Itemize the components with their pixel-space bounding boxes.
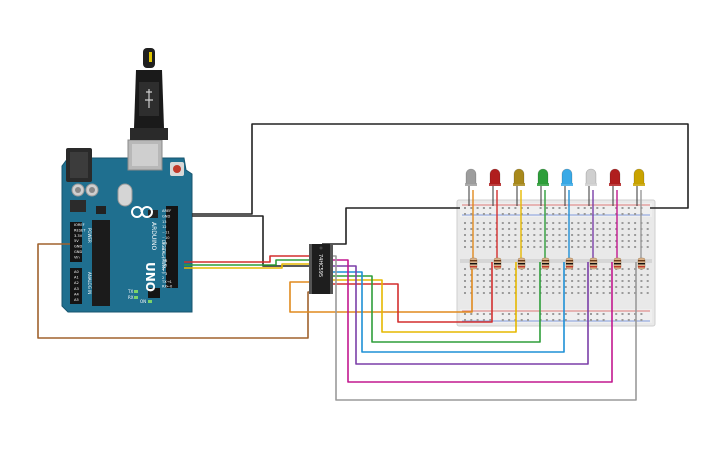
led-green[interactable] bbox=[537, 168, 549, 186]
resistor[interactable] bbox=[517, 257, 526, 270]
resistor[interactable] bbox=[637, 257, 646, 270]
power-pin-label: Vin bbox=[74, 255, 80, 259]
wire-black-gnd-top[interactable] bbox=[192, 123, 689, 215]
on-label: ON bbox=[140, 299, 146, 304]
digital-title: DIGITAL (PWM~) bbox=[161, 240, 166, 274]
wire-black-arduino-chip[interactable] bbox=[192, 215, 312, 267]
analog-header[interactable] bbox=[70, 268, 82, 304]
power-pin-label: IOREF bbox=[74, 223, 85, 227]
breadboard-holes bbox=[464, 207, 649, 321]
power-header[interactable] bbox=[70, 222, 82, 262]
shift-register-chip[interactable]: 74HC595 bbox=[309, 244, 333, 294]
wire-gray-q0[interactable] bbox=[330, 255, 637, 401]
analog-pin-label: A2 bbox=[74, 281, 79, 285]
resistor[interactable] bbox=[565, 257, 574, 270]
resistor[interactable] bbox=[589, 257, 598, 270]
led-red[interactable] bbox=[489, 168, 501, 186]
chip-label: 74HC595 bbox=[317, 254, 323, 277]
led-label-rx: RX bbox=[128, 295, 134, 300]
led-red[interactable] bbox=[609, 168, 621, 186]
digital-pin-label: ~10 bbox=[162, 236, 170, 240]
led-label-l: L bbox=[140, 208, 143, 213]
digital-pin-label: GND bbox=[162, 214, 170, 218]
led-label-tx: TX bbox=[127, 289, 133, 294]
atmega-chip bbox=[92, 220, 110, 306]
arduino-model-text: UNO bbox=[143, 262, 157, 292]
wire-red-q1[interactable] bbox=[330, 262, 493, 323]
breadboard[interactable] bbox=[456, 199, 656, 327]
led-yellow[interactable] bbox=[633, 168, 645, 186]
analog-pin-label: A3 bbox=[74, 287, 79, 291]
resistor[interactable] bbox=[469, 257, 478, 270]
digital-pin-label: ~11 bbox=[162, 231, 170, 235]
digital-pin-label: 7 bbox=[162, 255, 164, 259]
digital-pin-label: AREF bbox=[162, 209, 171, 213]
analog-title: ANALOG IN bbox=[87, 272, 92, 294]
usb-cable bbox=[130, 48, 168, 140]
analog-pin-label: A5 bbox=[74, 298, 79, 302]
resistor[interactable] bbox=[541, 257, 550, 270]
digital-pin-label: 12 bbox=[162, 225, 167, 229]
arduino-logo-text: ARDUINO bbox=[150, 222, 157, 251]
digital-pin-label: 13 bbox=[162, 220, 167, 224]
digital-pin-label: 8 bbox=[162, 247, 165, 251]
analog-pin-label: A0 bbox=[74, 270, 79, 274]
wire-magenta-q6[interactable] bbox=[330, 259, 613, 383]
resistor[interactable] bbox=[613, 257, 622, 270]
power-pin-label: 3.3V bbox=[74, 234, 83, 238]
led-white[interactable] bbox=[585, 168, 597, 186]
analog-pin-label: A1 bbox=[74, 276, 79, 280]
digital-pin-label: ~6 bbox=[162, 259, 168, 263]
wire-yellow-q2[interactable] bbox=[330, 262, 517, 333]
digital-header[interactable] bbox=[166, 206, 178, 288]
digital-pin-label: 2 bbox=[162, 276, 164, 280]
wire-red-data[interactable] bbox=[184, 255, 312, 263]
power-pin-label: GND bbox=[74, 245, 82, 249]
digital-pin-label: ~3 bbox=[162, 272, 167, 276]
digital-pin-label: TX→1 bbox=[161, 280, 172, 284]
led-gray[interactable] bbox=[465, 168, 477, 186]
led-array bbox=[465, 168, 646, 270]
led-blue[interactable] bbox=[561, 168, 573, 186]
wire-black-chip-board[interactable] bbox=[322, 207, 460, 245]
digital-pin-label: 4 bbox=[162, 268, 165, 272]
wire-yellow-clock[interactable] bbox=[184, 263, 312, 269]
led-olive[interactable] bbox=[513, 168, 525, 186]
digital-pin-label: ~5 bbox=[162, 263, 167, 267]
arduino-uno-board[interactable]: ARDUINO UNO POWER ANALOG IN DIGITAL (PWM… bbox=[61, 139, 193, 313]
analog-pin-label: A4 bbox=[74, 292, 79, 296]
digital-pin-label: ~9 bbox=[162, 241, 168, 245]
wires bbox=[37, 123, 689, 401]
resistor[interactable] bbox=[493, 257, 502, 270]
wire-green-q3[interactable] bbox=[330, 262, 541, 343]
power-pin-label: GND bbox=[74, 250, 82, 254]
power-title: POWER bbox=[87, 228, 92, 243]
digital-pin-label: RX←0 bbox=[162, 284, 173, 288]
wire-green-latch[interactable] bbox=[184, 259, 312, 266]
power-pin-label: RESET bbox=[74, 228, 86, 232]
power-pin-label: 5V bbox=[74, 239, 79, 243]
arduino-logo-icon bbox=[131, 206, 153, 218]
wire-blue-q4[interactable] bbox=[330, 262, 565, 353]
wire-orange-q7[interactable] bbox=[289, 262, 473, 313]
